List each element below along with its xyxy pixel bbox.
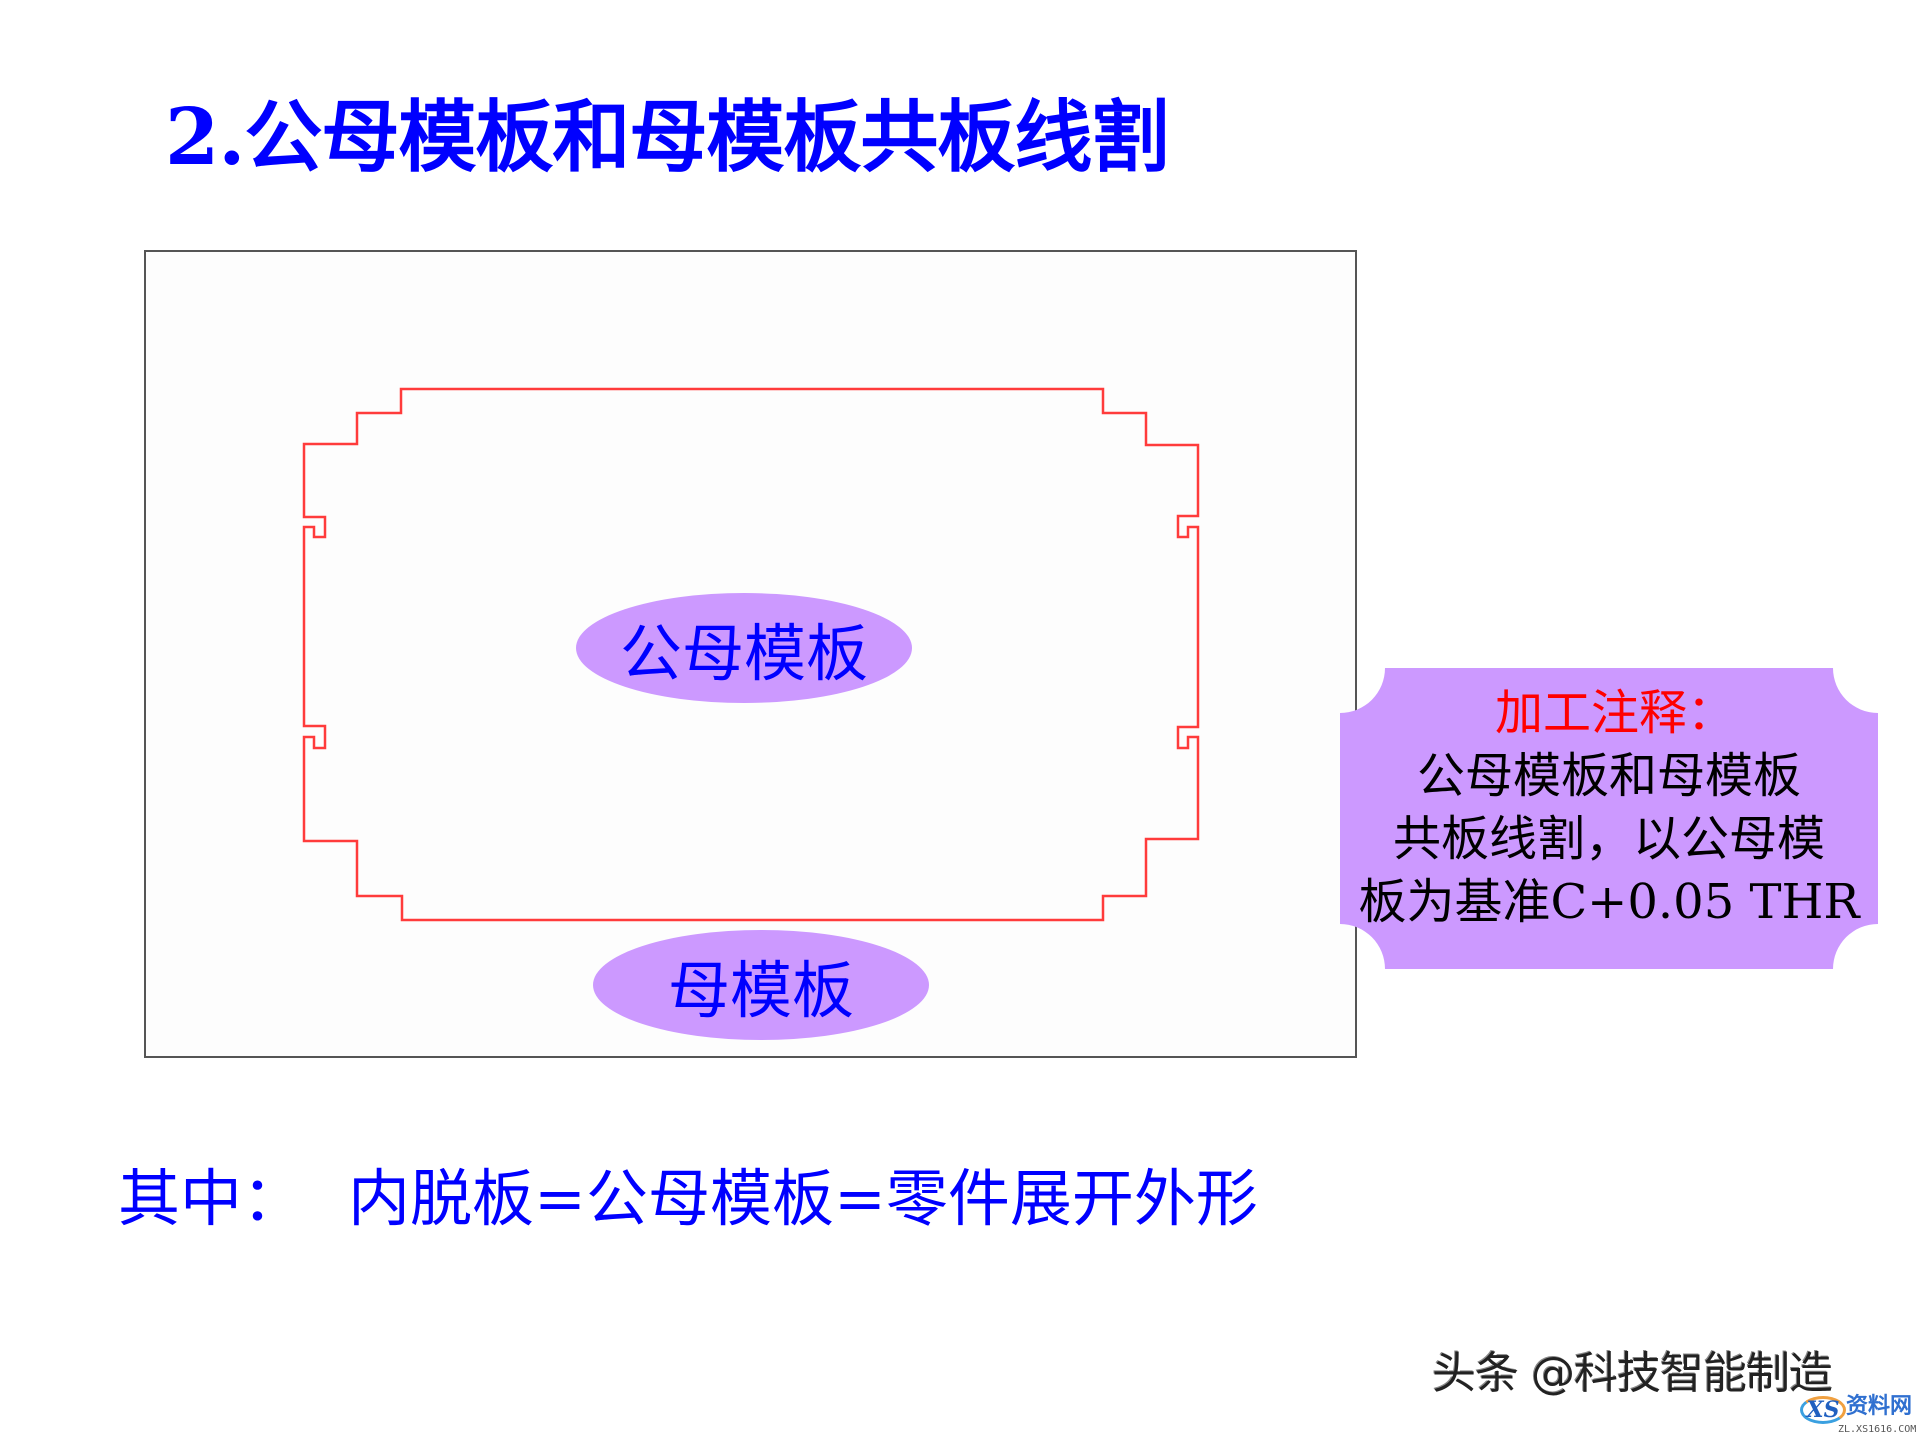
callout-line: 板为基准C+0.05 THR xyxy=(1358,874,1860,930)
site-logo: XS 资料网 ZL.XS1616.COM xyxy=(1800,1394,1920,1440)
callout-shape xyxy=(1340,668,1878,969)
callout-line: 共板线割，以公母模 xyxy=(1392,811,1825,867)
footer-note-equation: 内脱板=公母模板=零件展开外形 xyxy=(348,1162,1258,1235)
logo-url: ZL.XS1616.COM xyxy=(1838,1424,1917,1435)
female-plate-label: 母模板 xyxy=(593,930,929,1040)
logo-name: 资料网 xyxy=(1846,1394,1913,1419)
xs-logo-icon: XS xyxy=(1800,1396,1846,1424)
footer-note: 其中： 内脱板=公母模板=零件展开外形 xyxy=(118,1158,1258,1240)
male-female-plate-label: 公母模板 xyxy=(576,593,912,703)
callout-text: 加工注释： 公母模板和母模板 共板线割，以公母模 板为基准C+0.05 THR xyxy=(1340,682,1878,934)
slide-title: 2.公母模板和母模板共板线割 xyxy=(165,92,1169,183)
male-female-plate-label-text: 公母模板 xyxy=(619,617,868,690)
watermark-text: 头条 @科技智能制造 xyxy=(1432,1348,1833,1399)
female-plate-label-text: 母模板 xyxy=(667,954,854,1027)
callout-heading: 加工注释： xyxy=(1494,685,1735,741)
footer-note-prefix: 其中： xyxy=(118,1162,305,1235)
machining-note-callout: 加工注释： 公母模板和母模板 共板线割，以公母模 板为基准C+0.05 THR xyxy=(1340,668,1878,969)
callout-line: 公母模板和母模板 xyxy=(1416,748,1801,804)
